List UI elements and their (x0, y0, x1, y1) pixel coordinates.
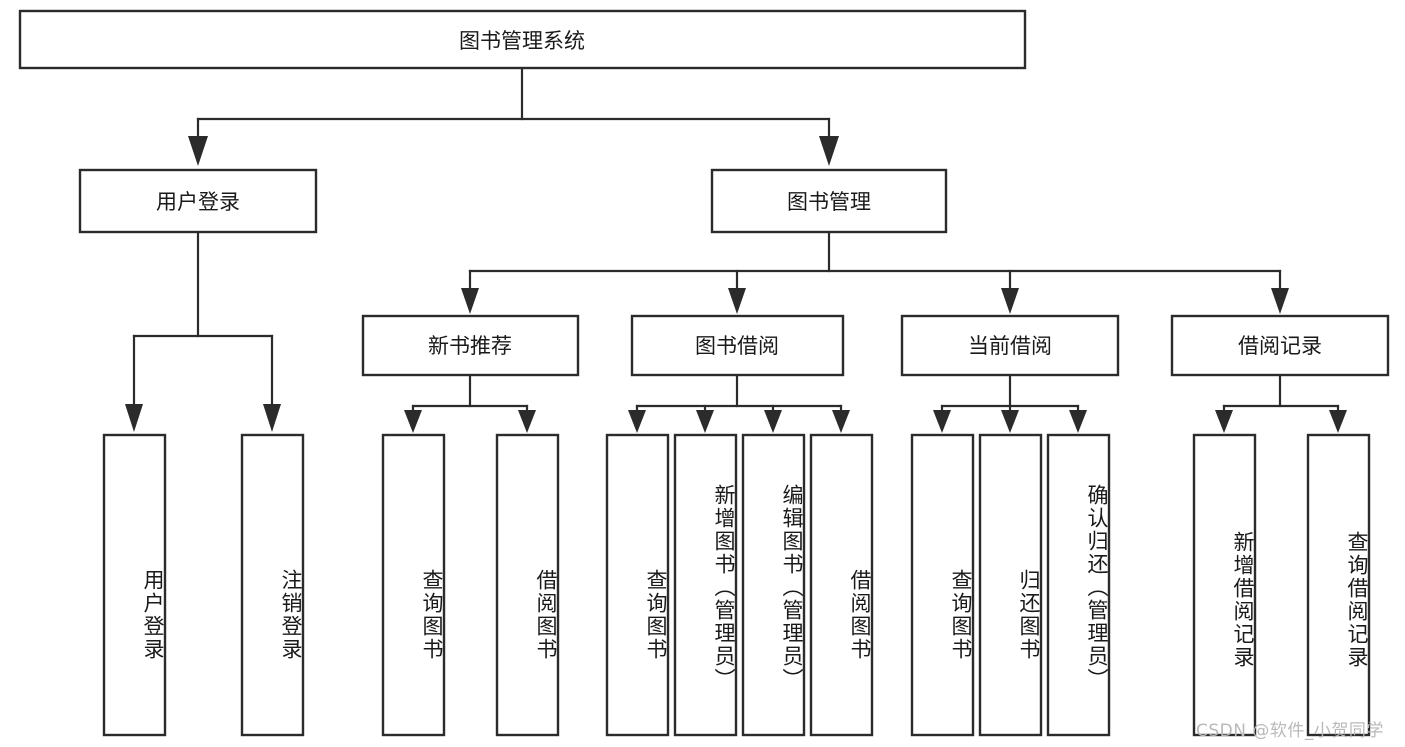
arrow-head-new-book-recommend (461, 288, 479, 314)
node-label-new-book-recommend: 新书推荐 (428, 334, 512, 358)
node-label-borrow-record: 借阅记录 (1238, 334, 1322, 358)
node-box-leaf-borrow-book-1[interactable] (495, 433, 560, 737)
connector-group-root (188, 66, 839, 166)
node-label-current-borrow: 当前借阅 (968, 334, 1052, 358)
node-box-leaf-query-record[interactable] (1306, 433, 1371, 737)
node-box-leaf-borrow-book-2[interactable] (809, 433, 874, 737)
node-box-book-manage[interactable] (710, 168, 948, 234)
arrow-head-leaf-confirm-return (1069, 410, 1087, 433)
node-box-leaf-confirm-return[interactable] (1046, 433, 1111, 737)
node-box-leaf-query-book-2[interactable] (605, 433, 670, 737)
arrow-head-user-login (188, 136, 208, 166)
node-label-book-borrow: 图书借阅 (695, 334, 779, 358)
arrow-head-leaf-borrow-book-2 (832, 410, 850, 433)
arrow-head-book-manage (819, 136, 839, 166)
arrow-head-leaf-query-book-1 (404, 410, 422, 433)
arrow-head-borrow-record (1271, 288, 1289, 314)
connector-group-user-login (125, 230, 281, 432)
arrow-head-leaf-edit-book (764, 410, 782, 433)
arrow-head-leaf-add-book (696, 410, 714, 433)
node-book-borrow[interactable]: 图书借阅 (630, 314, 845, 377)
csdn-watermark: CSDN @软件_小贺同学 (1196, 721, 1384, 741)
arrow-head-book-borrow (728, 288, 746, 314)
node-box-leaf-return-book[interactable] (978, 433, 1043, 737)
node-current-borrow[interactable]: 当前借阅 (900, 314, 1120, 377)
connector-group-book-borrow (628, 373, 850, 433)
node-label-root: 图书管理系统 (459, 29, 585, 53)
node-box-new-book-recommend[interactable] (361, 314, 580, 377)
node-book-manage[interactable]: 图书管理 (710, 168, 948, 234)
connector-group-borrow-record (1215, 373, 1347, 433)
node-root[interactable]: 图书管理系统 (18, 9, 1027, 70)
connector-group-current-borrow (933, 373, 1087, 433)
arrow-head-leaf-return-book (1001, 410, 1019, 433)
node-label-user-login: 用户登录 (156, 190, 240, 214)
arrow-head-leaf-user-logout (263, 404, 281, 432)
connector-group-book-manage (461, 230, 1289, 314)
node-box-leaf-query-book-1[interactable] (381, 433, 446, 737)
node-box-user-login[interactable] (78, 168, 318, 234)
node-box-borrow-record[interactable] (1170, 314, 1390, 377)
node-box-leaf-query-book-3[interactable] (910, 433, 975, 737)
node-box-book-borrow[interactable] (630, 314, 845, 377)
node-box-leaf-user-logout[interactable] (240, 433, 305, 737)
node-box-root[interactable] (18, 9, 1027, 70)
arrow-head-leaf-query-record (1329, 410, 1347, 433)
node-box-leaf-add-book[interactable] (673, 433, 738, 737)
arrow-head-leaf-borrow-book-1 (518, 410, 536, 433)
arrow-head-leaf-user-login (125, 404, 143, 432)
arrow-head-leaf-add-record (1215, 410, 1233, 433)
connector-group-new-book-recommend (404, 373, 536, 433)
node-box-leaf-add-record[interactable] (1192, 433, 1257, 737)
arrow-head-leaf-query-book-3 (933, 410, 951, 433)
node-borrow-record[interactable]: 借阅记录 (1170, 314, 1390, 377)
arrow-head-current-borrow (1001, 288, 1019, 314)
arrow-head-leaf-query-book-2 (628, 410, 646, 433)
node-label-book-manage: 图书管理 (787, 190, 871, 214)
node-box-current-borrow[interactable] (900, 314, 1120, 377)
node-user-login[interactable]: 用户登录 (78, 168, 318, 234)
node-new-book-recommend[interactable]: 新书推荐 (361, 314, 580, 377)
node-box-leaf-edit-book[interactable] (741, 433, 806, 737)
node-box-leaf-user-login[interactable] (102, 433, 167, 737)
